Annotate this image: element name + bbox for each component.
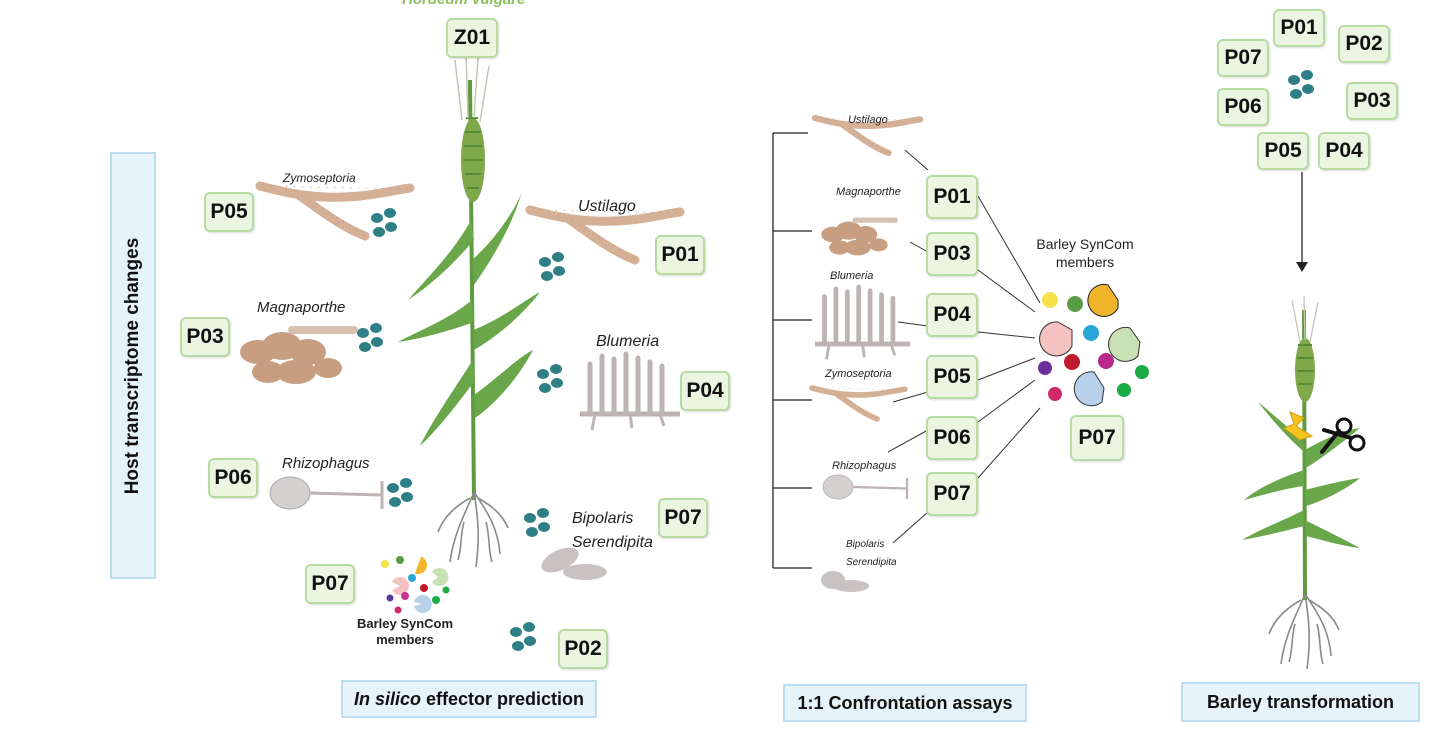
scissors-icon: [1320, 417, 1366, 454]
left-syncom-label: Barley SynCom members: [355, 616, 455, 648]
mid-syncom-box: P07: [1070, 415, 1124, 461]
right-box-p07: P07: [1217, 39, 1269, 77]
left-box-ustilago: P01: [655, 235, 705, 275]
host-transcriptome-banner: Host transcriptome changes: [110, 152, 156, 579]
rhizophagus-spore: [268, 475, 384, 511]
caption-in-silico: In silico effector prediction: [341, 680, 597, 718]
left-box-zymoseptoria: P05: [204, 192, 254, 232]
caption-in-silico-italic: In silico: [353, 688, 421, 709]
mid-label-zymoseptoria: Zymoseptoria: [825, 368, 892, 380]
right-box-p04: P04: [1318, 132, 1370, 170]
mid-box-2: P03: [926, 232, 978, 276]
left-label-zymoseptoria: Zymoseptoria: [283, 171, 356, 185]
mid-label-blumeria: Blumeria: [830, 270, 874, 282]
mid-label-bipolaris: Bipolaris: [846, 539, 885, 550]
left-box-magnaporthe: P03: [180, 317, 230, 357]
host-transcriptome-label: Host transcriptome changes: [122, 237, 143, 494]
left-plant: [398, 54, 540, 568]
host-box: Z01: [446, 18, 498, 58]
right-arrow: [1296, 172, 1308, 272]
left-label-serendipita: Serendipita: [572, 534, 653, 551]
mid-syncom-label-line1: Barley SynCom: [1036, 236, 1134, 252]
left-label-ustilago: Ustilago: [578, 198, 636, 215]
left-label-blumeria: Blumeria: [596, 333, 660, 350]
caption-in-silico-rest: effector prediction: [421, 688, 585, 709]
mid-box-1: P01: [926, 175, 978, 219]
mid-label-ustilago: Ustilago: [848, 114, 888, 126]
mid-label-rhizophagus: Rhizophagus: [832, 460, 897, 472]
mid-box-4: P05: [926, 355, 978, 399]
magnaporthe-hyphae: [240, 326, 358, 384]
right-plant: [1242, 295, 1360, 670]
mid-syncom-label-line2: members: [1055, 254, 1115, 270]
left-label-bipolaris: Bipolaris: [572, 510, 634, 527]
mid-syncom-label: Barley SynCom members: [1030, 235, 1140, 271]
left-box-rhizophagus: P06: [208, 458, 258, 498]
left-box-blumeria: P04: [680, 371, 730, 411]
mid-label-magnaporthe: Magnaporthe: [836, 186, 901, 198]
left-box-bipolaris: P07: [658, 498, 708, 538]
right-box-p02: P02: [1338, 25, 1390, 63]
middle-connectors: [887, 149, 1041, 544]
middle-bracket: [772, 132, 812, 569]
left-box-syncom: P07: [305, 564, 355, 604]
left-label-magnaporthe: Magnaporthe: [257, 299, 346, 316]
right-box-p01: P01: [1273, 9, 1325, 47]
right-box-p05: P05: [1257, 132, 1309, 170]
middle-syncom-icons: [1038, 283, 1149, 407]
mid-label-serendipita: Serendipita: [846, 557, 897, 568]
left-label-rhizophagus: Rhizophagus: [282, 455, 370, 472]
mid-box-6: P07: [926, 472, 978, 516]
left-syncom-icons: [381, 556, 450, 614]
host-title: Hordeum vulgare: [402, 0, 525, 8]
left-syncom-label-line1: Barley SynCom: [356, 616, 454, 631]
mid-box-5: P06: [926, 416, 978, 460]
right-box-p06: P06: [1217, 88, 1269, 126]
right-box-p03: P03: [1346, 82, 1398, 120]
caption-transformation: Barley transformation: [1181, 682, 1420, 722]
left-syncom-label-line2: members: [376, 632, 434, 647]
mid-box-3: P04: [926, 293, 978, 337]
blumeria-structure: [580, 354, 680, 430]
left-box-extra: P02: [558, 629, 608, 669]
caption-confrontation: 1:1 Confrontation assays: [783, 684, 1027, 722]
